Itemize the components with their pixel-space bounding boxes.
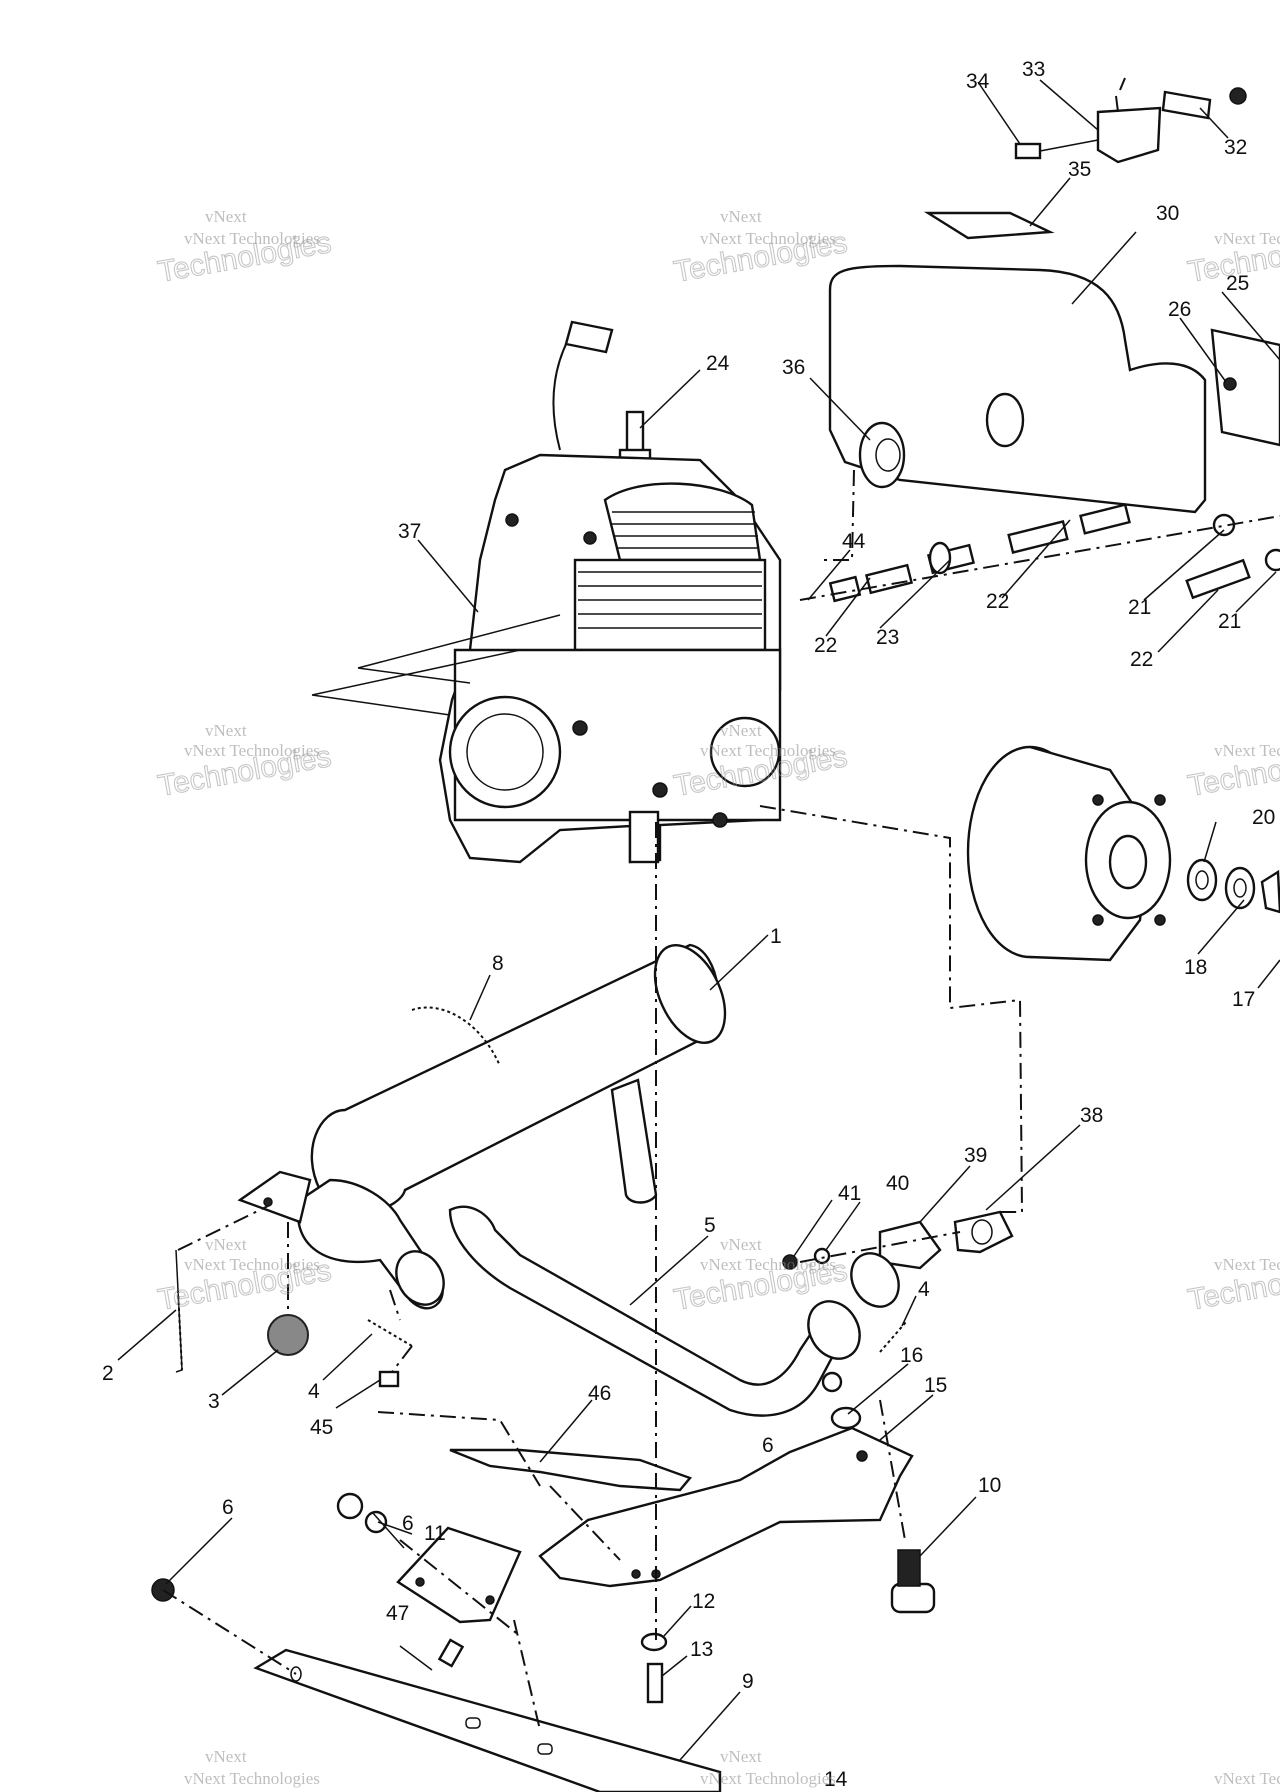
callout-39: 39 [964,1144,987,1167]
svg-text:vNext: vNext [720,1235,762,1254]
callout-8: 8 [492,952,504,975]
watermark-tile: vNext Technologies Technologies [1185,225,1280,289]
svg-text:vNext Technologies: vNext Technologies [184,1255,320,1274]
callout-40: 40 [886,1172,909,1195]
callout-35: 35 [1068,158,1091,181]
callout-2: 2 [102,1362,114,1385]
svg-text:vNext Technologies: vNext Technologies [700,741,836,760]
svg-text:vNext: vNext [720,1747,762,1766]
callout-44: 44 [842,530,866,553]
callout-41: 41 [838,1182,861,1205]
svg-text:vNext Technologies: vNext Technologies [700,1769,836,1788]
callout-47: 47 [386,1602,409,1625]
callout-25: 25 [1226,272,1249,295]
callout-6: 6 [762,1434,774,1457]
callout-15: 15 [924,1374,947,1397]
fuel-line-parts [799,503,1280,603]
callout-17: 17 [1232,988,1255,1011]
svg-text:vNext Technologies: vNext Technologies [1214,1255,1280,1274]
svg-text:vNext: vNext [205,1235,247,1254]
callout-38: 38 [1080,1104,1103,1127]
callout-9: 9 [742,1670,754,1693]
watermark-tile: vNext vNext Technologies [184,1747,320,1788]
callout-18: 18 [1184,956,1207,979]
callout-3: 3 [208,1390,220,1413]
watermark-tile: vNext vNext Technologies [700,1747,836,1788]
callout-30: 30 [1156,202,1179,225]
callout-21: 21 [1218,610,1241,633]
callout-11: 11 [424,1522,446,1545]
callout-32: 32 [1224,136,1247,159]
callout-4: 4 [308,1380,320,1403]
svg-text:vNext: vNext [720,207,762,226]
callout-12: 12 [692,1590,715,1613]
watermark-tile: vNext Technologies Technologies [1185,739,1280,803]
callout-6: 6 [402,1512,414,1535]
watermark-tile: vNext vNext Technologies Technologies [155,721,334,803]
callout-33: 33 [1022,58,1045,81]
callout-1: 1 [770,925,782,948]
callout-6: 6 [222,1496,234,1519]
callout-22: 22 [986,590,1009,613]
callout-5: 5 [704,1214,716,1237]
muffler-assembly [175,943,727,1388]
callout-numbers: 1 2 3 4 4 5 6 6 6 8 9 10 11 12 13 14 15 … [102,58,1275,1791]
svg-text:vNext Technologies: vNext Technologies [184,1769,320,1788]
svg-text:vNext Technologies: vNext Technologies [700,229,836,248]
callout-22: 22 [814,634,837,657]
svg-text:vNext: vNext [205,721,247,740]
svg-text:vNext: vNext [205,1747,247,1766]
callout-16: 16 [900,1344,923,1367]
callout-24: 24 [706,352,730,375]
watermark-tile: vNext vNext Technologies Technologies [155,207,334,289]
drive-clutch [966,745,1280,962]
callout-20: 20 [1252,806,1275,829]
watermark-tile: vNext vNext Technologies Technologies [671,207,850,289]
engine-cover [828,77,1280,514]
callout-14: 14 [824,1768,848,1791]
engine-assembly [311,320,782,864]
callout-13: 13 [690,1638,713,1661]
callout-36: 36 [782,356,805,379]
svg-text:vNext Technologies: vNext Technologies [184,229,320,248]
callout-37: 37 [398,520,421,543]
watermark-tile: vNext Technologies [1214,1769,1280,1788]
exhaust-pipe [448,1205,1014,1417]
mount-plates [151,469,1024,1792]
svg-text:vNext Technologies: vNext Technologies [184,741,320,760]
svg-text:vNext Technologies: vNext Technologies [1214,229,1280,248]
svg-text:vNext Technologies: vNext Technologies [1214,741,1280,760]
callout-45: 45 [310,1416,333,1439]
svg-text:vNext: vNext [205,207,247,226]
leader-lines [117,79,1280,1761]
callout-26: 26 [1168,298,1191,321]
svg-text:vNext: vNext [720,721,762,740]
watermark-tile: vNext Technologies Technologies [1185,1253,1280,1317]
callout-23: 23 [876,626,899,649]
callout-4: 4 [918,1278,930,1301]
svg-text:vNext Technologies: vNext Technologies [700,1255,836,1274]
callout-10: 10 [978,1474,1001,1497]
callout-34: 34 [966,70,990,93]
callout-21: 21 [1128,596,1151,619]
svg-text:vNext Technologies: vNext Technologies [1214,1769,1280,1788]
callout-46: 46 [588,1382,611,1405]
callout-22: 22 [1130,648,1153,671]
